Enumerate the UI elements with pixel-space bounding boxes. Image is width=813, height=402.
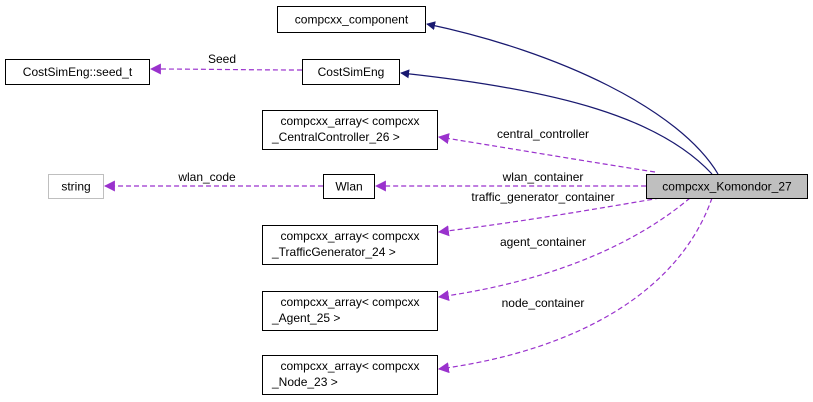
node-box (5, 59, 150, 85)
usage-edge-Komondor-node (437, 197, 713, 374)
class-node-node[interactable]: compcxx_array< compcxx _Node_23 > (262, 355, 438, 395)
class-node-compcxx-component[interactable]: compcxx_component (277, 6, 426, 33)
node-box (277, 6, 426, 33)
node-label-line-1: compcxx_array< compcxx (280, 359, 419, 373)
node-box (302, 59, 400, 85)
class-node-seed-t[interactable]: CostSimEng::seed_t (5, 59, 150, 85)
edge-label: agent_container (500, 235, 586, 249)
class-node-wlan[interactable]: Wlan (323, 174, 375, 199)
node-label: CostSimEng (318, 65, 385, 79)
node-box (262, 355, 438, 395)
class-node-central[interactable]: compcxx_array< compcxx _CentralController… (262, 110, 438, 150)
node-box (323, 174, 375, 199)
edge-label: node_container (502, 296, 585, 310)
usage-edge-CostSimEng-seed_t (149, 63, 303, 75)
node-label-line-1: compcxx_array< compcxx (280, 229, 419, 243)
node-box (262, 110, 438, 150)
edge-labels-layer: Seed central_controller wlan_code wlan_cont… (177, 52, 614, 310)
inheritance-edge-Komondor-compcxx_component (426, 21, 719, 175)
edge-label: wlan_container (502, 170, 584, 184)
node-label: Wlan (335, 180, 362, 194)
inheritance-edge-Komondor-CostSimEng (400, 69, 713, 175)
node-label: string (61, 180, 90, 194)
class-node-agent[interactable]: compcxx_array< compcxx _Agent_25 > (262, 291, 438, 331)
node-box (646, 174, 808, 199)
edge-label: traffic_generator_container (471, 190, 614, 204)
node-box (48, 174, 104, 199)
class-node-string[interactable]: string (48, 174, 104, 199)
edges-layer (103, 21, 719, 374)
node-box (262, 225, 438, 265)
node-label-line-1: compcxx_array< compcxx (280, 295, 419, 309)
node-box (262, 291, 438, 331)
node-label: CostSimEng::seed_t (23, 65, 133, 79)
node-label-line-2: _CentralController_26 > (271, 130, 400, 144)
class-node-costsimeng[interactable]: CostSimEng (302, 59, 400, 85)
node-label-line-1: compcxx_array< compcxx (280, 114, 419, 128)
node-label-line-2: _TrafficGenerator_24 > (271, 245, 396, 259)
node-label: compcxx_Komondor_27 (662, 180, 792, 194)
usage-edge-Komondor-traffic (437, 197, 661, 237)
node-label: compcxx_component (295, 13, 409, 27)
usage-edge-Komondor-agent (437, 197, 691, 302)
edge-label: central_controller (497, 127, 589, 141)
class-node-komondor[interactable]: compcxx_Komondor_27 (646, 174, 808, 199)
node-label-line-2: _Agent_25 > (271, 311, 340, 325)
edge-label: wlan_code (177, 170, 236, 184)
edge-label: Seed (208, 52, 236, 66)
node-label-line-2: _Node_23 > (271, 375, 338, 389)
class-node-traffic[interactable]: compcxx_array< compcxx _TrafficGenerator_… (262, 225, 438, 265)
usage-edge-Komondor-central (437, 133, 656, 173)
